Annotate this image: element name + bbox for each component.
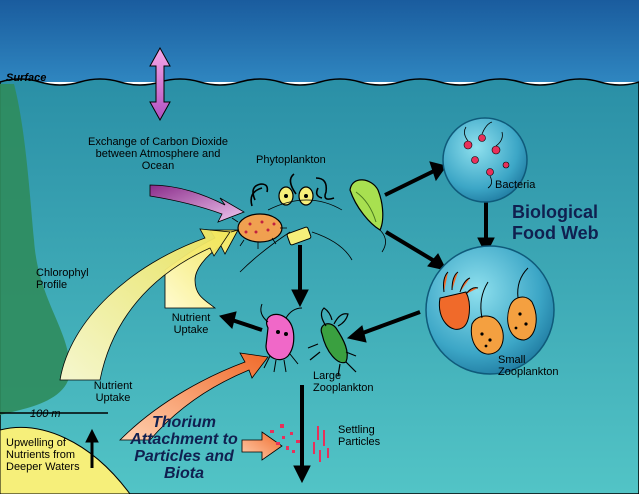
settling-label: Settling Particles [338, 424, 381, 448]
nutrient-uptake-arrow-lower [59, 228, 231, 381]
depth-label: 100 m [30, 408, 61, 420]
food-web-arrows [85, 161, 495, 484]
chlorophyl-profile [0, 84, 70, 415]
small-zooplankton-label: Small Zooplankton [498, 354, 559, 378]
bacteria-sphere [442, 117, 528, 203]
settling-streaks [313, 426, 329, 462]
large-zooplankton-label: Large Zooplankton [313, 370, 374, 394]
phytoplankton-group [230, 173, 386, 273]
surface-label: Surface [6, 72, 47, 84]
exchange-vertical-arrow [149, 46, 171, 122]
thorium-arrow-lower [241, 431, 283, 461]
settling-particles [270, 424, 300, 453]
bacteria-flagella [464, 121, 503, 189]
bacteria-label: Bacteria [495, 179, 536, 191]
food-web-title: Biological Food Web [512, 202, 599, 243]
exchange-label: Exchange of Carbon Dioxide between Atmos… [87, 136, 229, 172]
upwelling-label: Upwelling of Nutrients from Deeper Water… [6, 437, 80, 473]
nutrient-uptake-label-upper: Nutrient Uptake [171, 312, 211, 336]
small-zooplankton [438, 267, 537, 355]
nutrient-uptake-label-lower: Nutrient Uptake [93, 380, 133, 404]
bacteria-cells [463, 134, 510, 176]
thorium-arrow-upper [119, 352, 269, 441]
thorium-label: Thorium Attachment to Particles and Biot… [130, 414, 238, 482]
sky [0, 0, 639, 82]
chlorophyl-label: Chlorophyl Profile [36, 267, 89, 291]
small-zooplankton-sphere [425, 245, 555, 375]
phytoplankton-label: Phytoplankton [256, 154, 326, 166]
large-zooplankton-group [260, 303, 357, 377]
exchange-arrow [149, 184, 245, 223]
